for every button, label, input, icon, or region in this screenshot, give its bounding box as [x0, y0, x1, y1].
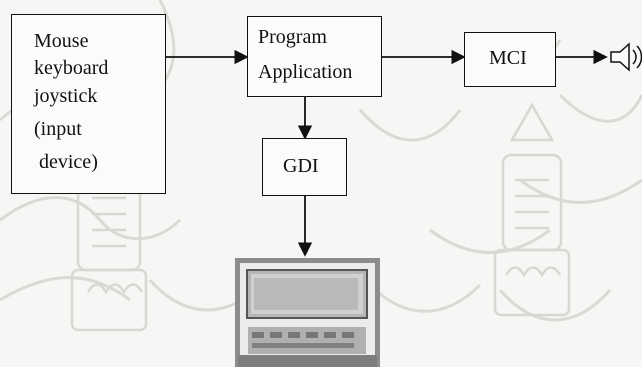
input-line-3: joystick — [34, 86, 97, 106]
mci-label: MCI — [489, 48, 527, 68]
monitor-image — [235, 258, 380, 367]
speaker-icon — [611, 44, 642, 70]
input-line-5: device) — [39, 152, 98, 172]
gdi-box: GDI — [262, 138, 347, 196]
input-line-1: Mouse — [34, 31, 88, 51]
gdi-label: GDI — [283, 156, 319, 176]
program-line-1: Program — [258, 27, 327, 47]
program-line-2: Application — [258, 62, 352, 82]
input-line-2: keyboard — [34, 58, 108, 78]
input-device-box: Mouse keyboard joystick (input device) — [11, 14, 166, 194]
input-line-4: (input — [34, 119, 82, 139]
program-application-box: Program Application — [247, 16, 382, 97]
mci-box: MCI — [464, 32, 556, 87]
